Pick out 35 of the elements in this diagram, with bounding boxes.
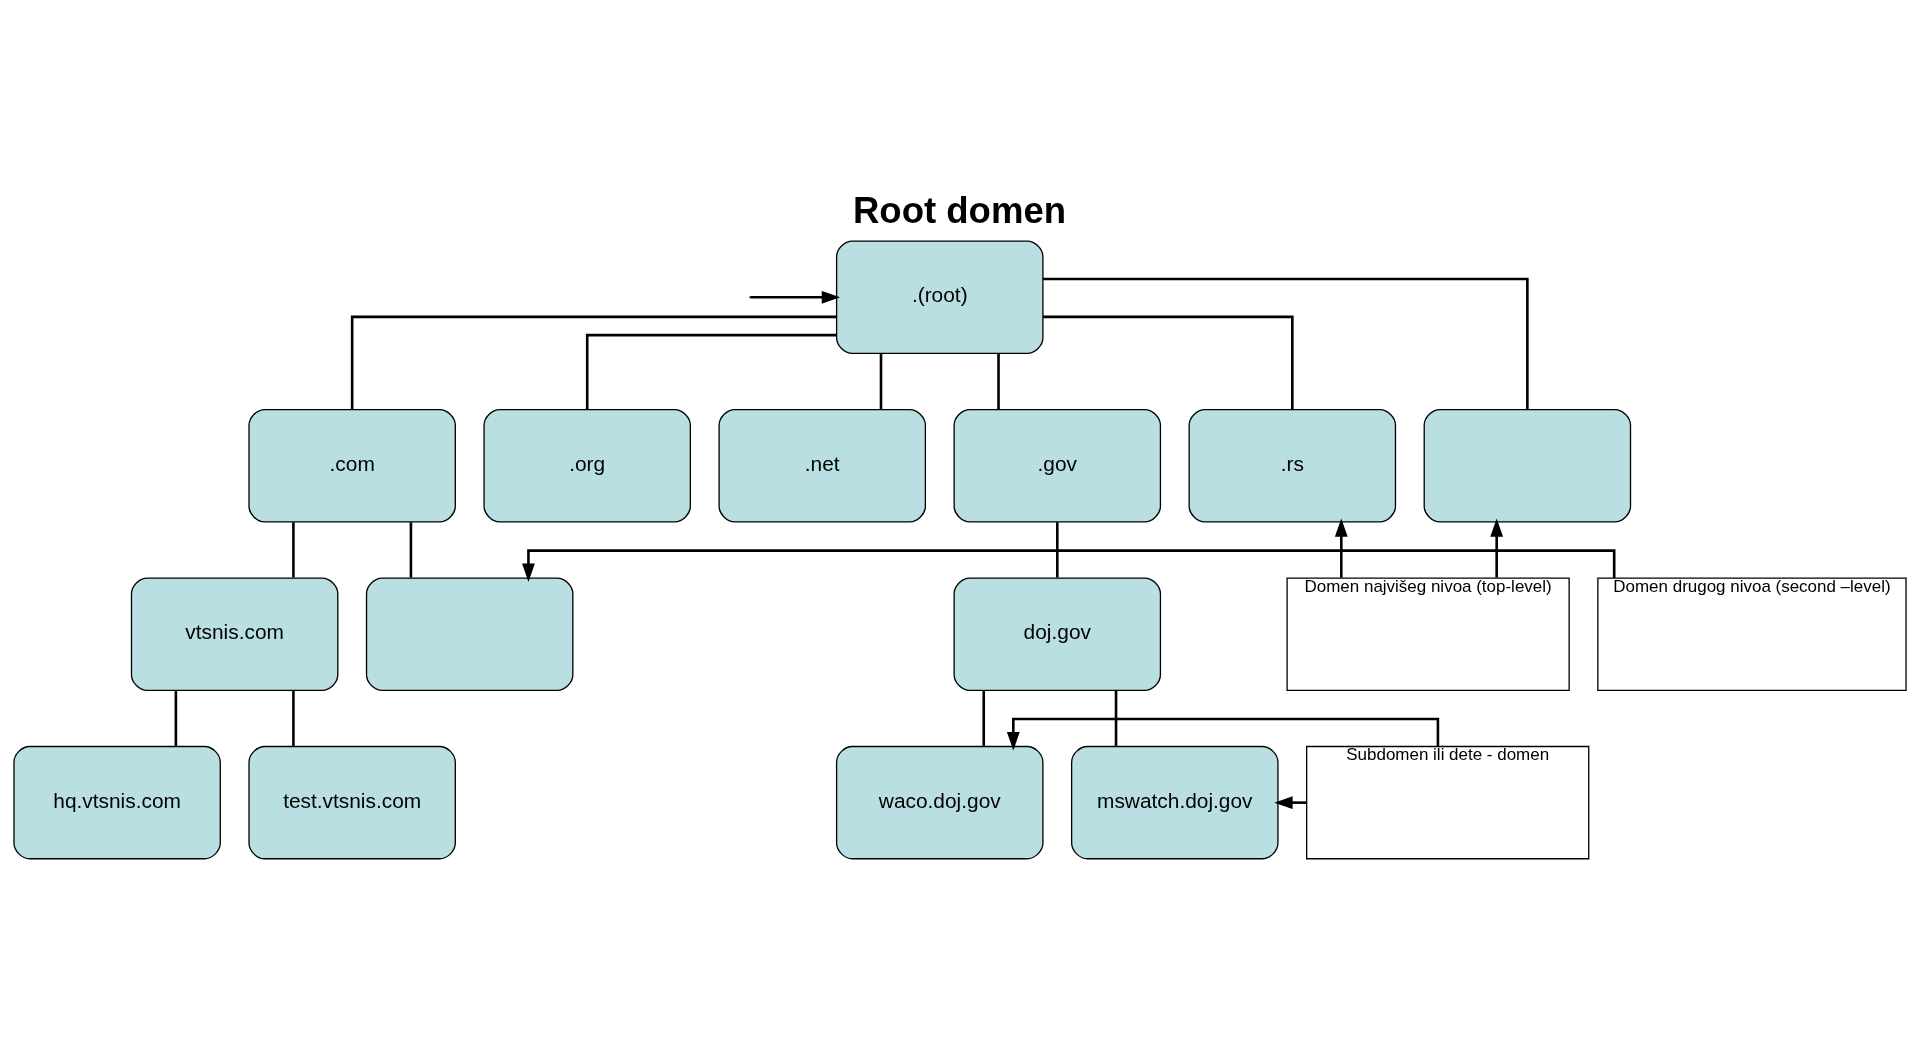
arrow [1490,518,1504,578]
node-box [365,576,574,691]
node-box: test.vtsnis.com [248,745,456,859]
arrow [1274,795,1307,809]
node-box: .gov [953,408,1162,523]
node-box: .rs [1188,408,1397,523]
node-box: Domen drugog nivoa (second –level) [1597,576,1907,691]
connector [1043,277,1529,409]
node-box: .com [248,408,456,523]
node-box: waco.doj.gov [835,745,1044,859]
connector [1055,521,1059,577]
connector [585,333,837,409]
node-box: hq.vtsnis.com [13,745,221,859]
node-box: .(root) [835,240,1044,354]
connector [997,353,1000,409]
arrow [1334,518,1348,578]
connector [1043,315,1294,409]
node-box: .net [718,408,927,523]
connector [982,690,986,746]
node-box: Subdomen ili dete - domen [1306,745,1590,859]
node-box [1423,408,1632,523]
node-box: Domen najvišeg nivoa (top-level) [1286,576,1570,691]
connector [409,521,413,577]
connector [174,690,178,746]
arrow [750,290,841,304]
node-box: .org [483,408,691,523]
node-box: mswatch.doj.gov [1071,745,1279,859]
connector [292,521,295,577]
connector [1114,690,1118,746]
node-box: doj.gov [953,576,1162,691]
node-box: vtsnis.com [130,576,339,691]
diagram-title: Root domen [852,189,1067,231]
connector [292,690,295,746]
connector [350,315,837,409]
connector [879,353,883,409]
